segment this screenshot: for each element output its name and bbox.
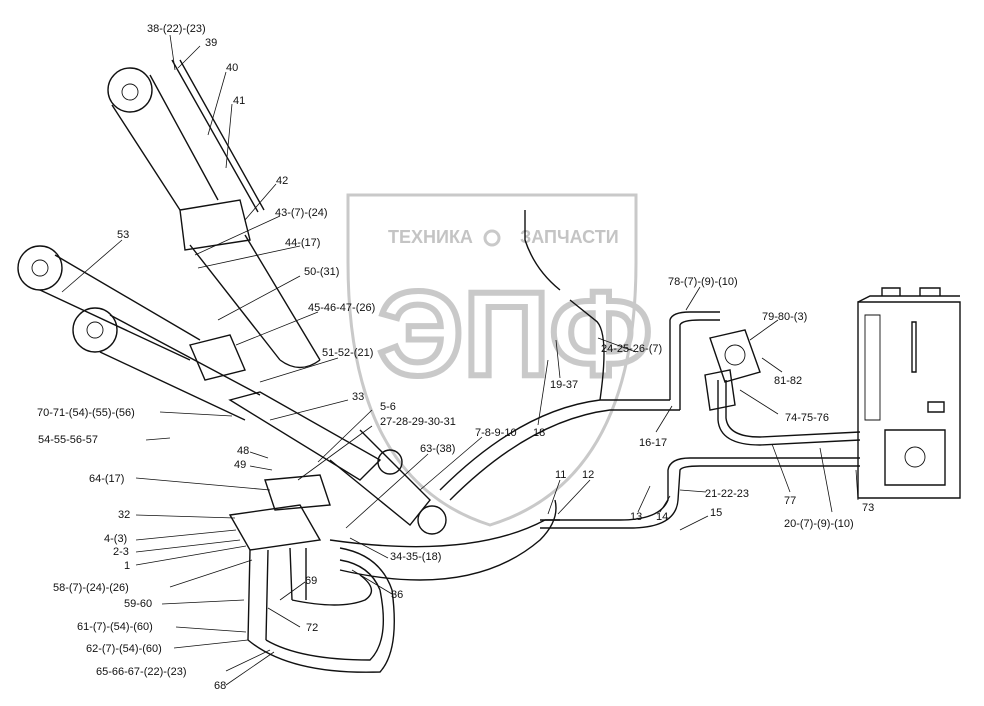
callout-label: 53 xyxy=(117,229,129,241)
leader-lines xyxy=(61,34,859,686)
hydraulic-tank xyxy=(857,287,961,499)
callout-label: 24-25-26-(7) xyxy=(601,343,662,355)
callout-label: 62-(7)-(54)-(60) xyxy=(86,643,162,655)
callout-label: 73 xyxy=(862,502,874,514)
callout-label: 15 xyxy=(710,507,722,519)
callout-label: 12 xyxy=(582,469,594,481)
callout-label: 16-17 xyxy=(639,437,667,449)
callout-label: 48 xyxy=(237,445,249,457)
callout-label: 65-66-67-(22)-(23) xyxy=(96,666,186,678)
callout-label: 69 xyxy=(305,575,317,587)
callout-label: 40 xyxy=(226,62,238,74)
callout-label: 42 xyxy=(276,175,288,187)
watermark-logo: ЭПФ xyxy=(378,267,652,401)
callout-label: 34-35-(18) xyxy=(390,551,441,563)
callout-label: 11 xyxy=(555,469,566,481)
callout-label: 81-82 xyxy=(774,375,802,387)
callout-label: 51-52-(21) xyxy=(322,347,373,359)
callout-label: 20-(7)-(9)-(10) xyxy=(784,518,854,530)
callout-label: 74-75-76 xyxy=(785,412,829,424)
callout-label: 33 xyxy=(352,391,364,403)
callout-label: 61-(7)-(54)-(60) xyxy=(77,621,153,633)
callout-label: 45-46-47-(26) xyxy=(308,302,375,314)
watermark-text-left: ТЕХНИКА xyxy=(388,227,473,247)
gear-icon xyxy=(483,229,501,247)
pump-filter xyxy=(704,329,761,411)
callout-label: 43-(7)-(24) xyxy=(275,207,328,219)
callout-label: 50-(31) xyxy=(304,266,339,278)
callout-label: 14 xyxy=(656,511,668,523)
callout-label: 32 xyxy=(118,509,130,521)
watermark-text-right: ЗАПЧАСТИ xyxy=(520,227,619,247)
callout-label: 68 xyxy=(214,680,226,692)
callout-label: 18 xyxy=(533,427,545,439)
callout-label: 49 xyxy=(234,459,246,471)
callout-label: 38-(22)-(23) xyxy=(147,23,206,35)
callout-label: 72 xyxy=(306,622,318,634)
callout-label: 21-22-23 xyxy=(705,488,749,500)
callout-label: 44-(17) xyxy=(285,237,320,249)
upper-cylinder xyxy=(107,59,321,369)
callout-label: 2-3 xyxy=(113,546,129,558)
callout-labels: 38-(22)-(23) 39 40 41 42 43-(7)-(24) 44-… xyxy=(37,23,874,692)
callout-label: 77 xyxy=(784,495,796,507)
callout-label: 64-(17) xyxy=(89,473,124,485)
callout-label: 19-37 xyxy=(550,379,578,391)
callout-label: 41 xyxy=(233,95,245,107)
callout-label: 4-(3) xyxy=(104,533,127,545)
callout-label: 63-(38) xyxy=(420,443,455,455)
watermark: ТЕХНИКА ЗАПЧАСТИ ЭПФ xyxy=(346,193,655,527)
callout-label: 13 xyxy=(630,511,642,523)
callout-label: 1 xyxy=(124,560,130,572)
callout-label: 58-(7)-(24)-(26) xyxy=(53,582,129,594)
valve-assembly xyxy=(228,474,560,673)
callout-label: 54-55-56-57 xyxy=(38,434,98,446)
main-hoses xyxy=(439,210,861,529)
callout-label: 36 xyxy=(391,589,403,601)
callout-label: 27-28-29-30-31 xyxy=(380,416,456,428)
callout-label: 7-8-9-10 xyxy=(475,427,517,439)
callout-label: 5-6 xyxy=(380,401,396,413)
callout-label: 79-80-(3) xyxy=(762,311,807,323)
callout-label: 70-71-(54)-(55)-(56) xyxy=(37,407,135,419)
callout-label: 59-60 xyxy=(124,598,152,610)
callout-label: 39 xyxy=(205,37,217,49)
callout-label: 78-(7)-(9)-(10) xyxy=(668,276,738,288)
lower-cylinders xyxy=(17,245,447,535)
